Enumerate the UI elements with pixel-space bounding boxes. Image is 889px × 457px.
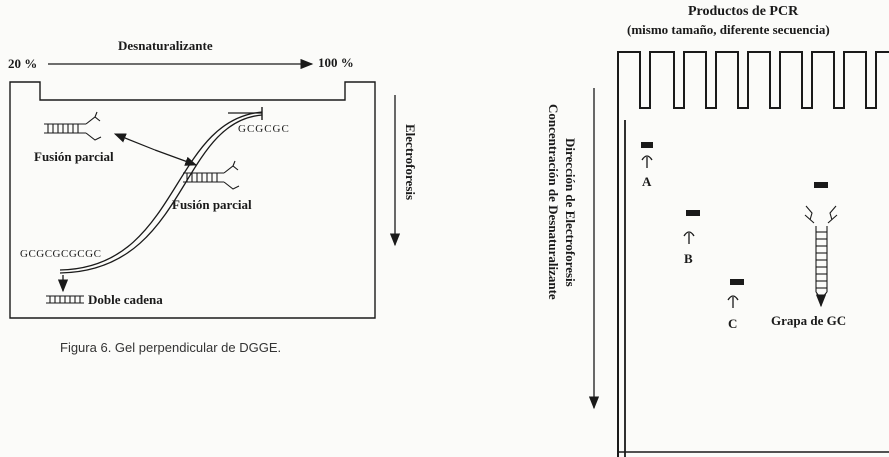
partial-fusion-molecule-2 [183,161,239,189]
fusion-arrow-down [155,150,196,165]
fusion-arrow-up [115,134,155,150]
right-title-line2: (mismo tamaño, diferente secuencia) [627,22,830,38]
double-strand-label: Doble cadena [88,292,163,308]
partial-fusion-molecule-1 [44,112,101,140]
gc-clamp-molecule [805,206,837,299]
lane-a-label: A [642,174,651,190]
right-gel-comb-outline [618,52,889,457]
partial-fusion-label-1: Fusión parcial [34,149,114,165]
band-gc [814,182,828,188]
start-percent-label: 20 % [8,56,37,72]
molecule-b-icon [684,232,694,244]
denaturant-concentration-label: Concentración de Desnaturalizante [545,104,561,300]
right-title-line1: Productos de PCR [688,4,798,20]
band-c [730,279,744,285]
electrophoresis-label: Electroforesis [402,124,418,200]
top-gc-sequence: GCGCGC [238,123,290,135]
denaturant-label: Desnaturalizante [118,38,213,54]
end-percent-label: 100 % [318,55,354,71]
molecule-c-icon [728,296,738,308]
double-strand-molecule [46,296,84,303]
figure-caption: Figura 6. Gel perpendicular de DGGE. [60,340,281,355]
lane-c-label: C [728,316,737,332]
partial-fusion-label-2: Fusión parcial [172,197,252,213]
bottom-gc-sequence: GCGCGCGCGC [20,248,101,260]
band-a [641,142,653,148]
lane-b-label: B [684,251,693,267]
band-b [686,210,700,216]
gc-clamp-label: Grapa de GC [771,313,846,329]
molecule-a-icon [642,156,652,168]
direction-label: Dirección de Electroforesis [562,138,578,287]
